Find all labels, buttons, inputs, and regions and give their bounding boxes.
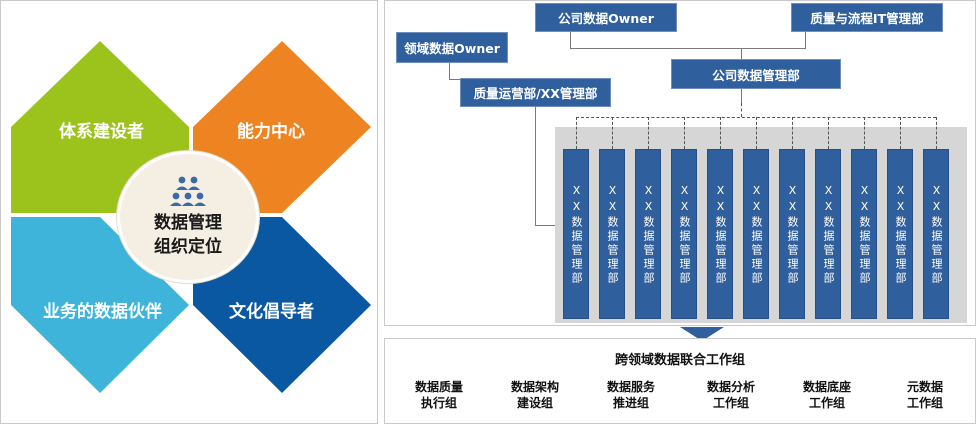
workgroup-item: 数据架构 建设组: [510, 380, 559, 410]
connector: [535, 225, 563, 226]
quality-ops-dept-box: 质量运营部/XX管理部: [460, 78, 611, 107]
connector: [449, 63, 450, 79]
capability-center-label: 能力中心: [237, 122, 305, 142]
dept-column: XX数据管理部: [887, 149, 913, 319]
dept-column-label: XX数据管理部: [822, 184, 835, 286]
dept-column: XX数据管理部: [635, 149, 661, 319]
connector: [570, 32, 571, 48]
dept-column: XX数据管理部: [671, 149, 697, 319]
dashed-connector: [612, 117, 613, 149]
dept-column: XX数据管理部: [707, 149, 733, 319]
connector: [741, 48, 742, 60]
quality-it-dept-box: 质量与流程IT管理部: [791, 3, 943, 32]
domain-data-owner-box: 领域数据Owner: [396, 32, 508, 63]
connector: [449, 79, 461, 80]
dept-column-label: XX数据管理部: [606, 184, 619, 286]
dept-column-label: XX数据管理部: [786, 184, 799, 286]
workgroups-title: 跨领域数据联合工作组: [614, 353, 745, 368]
connector: [805, 32, 806, 49]
workgroups-panel: 跨领域数据联合工作组 数据质量 执行组 数据架构 建设组 数据服务 推进组 数据…: [384, 338, 976, 424]
dept-column-label: XX数据管理部: [714, 184, 727, 286]
builder-label: 体系建设者: [59, 122, 144, 142]
connector: [535, 107, 536, 225]
dashed-connector: [900, 117, 901, 149]
dashed-connector: [828, 117, 829, 149]
company-data-mgmt-box: 公司数据管理部: [671, 59, 841, 89]
dept-column: XX数据管理部: [923, 149, 949, 319]
dept-column-label: XX数据管理部: [570, 184, 583, 286]
dashed-connector: [576, 117, 577, 149]
company-data-owner-box: 公司数据Owner: [535, 3, 677, 32]
dept-column: XX数据管理部: [743, 149, 769, 319]
dashed-connector: [720, 117, 721, 149]
dept-column-label: XX数据管理部: [894, 184, 907, 286]
dashed-connector: [741, 103, 742, 117]
dept-column: XX数据管理部: [599, 149, 625, 319]
dashed-connector: [684, 117, 685, 149]
dept-column-label: XX数据管理部: [930, 184, 943, 286]
dashed-connector: [756, 117, 757, 149]
workgroup-item: 数据分析 工作组: [706, 380, 755, 410]
dashed-connector: [648, 117, 649, 149]
dept-column-label: XX数据管理部: [642, 184, 655, 286]
dashed-connector: [936, 117, 937, 149]
dashed-connector: [864, 117, 865, 149]
people-group-icon: [170, 176, 206, 206]
connector: [570, 48, 806, 49]
center-title: 数据管理 组织定位: [154, 213, 222, 257]
connector: [741, 89, 742, 103]
dept-column-label: XX数据管理部: [858, 184, 871, 286]
org-positioning-panel: 体系建设者 能力中心 业务的数据伙伴 文化倡导者 数据管理 组织定位: [0, 0, 378, 424]
dept-column-label: XX数据管理部: [678, 184, 691, 286]
dept-column: XX数据管理部: [815, 149, 841, 319]
culture-advocate-label: 文化倡导者: [229, 302, 314, 322]
dept-column: XX数据管理部: [779, 149, 805, 319]
workgroup-item: 数据底座 工作组: [802, 380, 851, 410]
dept-column: XX数据管理部: [563, 149, 589, 319]
dept-column: XX数据管理部: [851, 149, 877, 319]
org-structure-panel: 公司数据Owner 质量与流程IT管理部 领域数据Owner 公司数据管理部 质…: [384, 0, 976, 326]
data-partner-label: 业务的数据伙伴: [43, 302, 162, 322]
center-circle: 数据管理 组织定位: [117, 151, 259, 283]
workgroup-item: 数据质量 执行组: [414, 380, 463, 410]
workgroup-item: 数据服务 推进组: [606, 380, 655, 410]
workgroup-item: 元数据 工作组: [906, 380, 943, 410]
dept-column-label: XX数据管理部: [750, 184, 763, 286]
dashed-connector: [792, 117, 793, 149]
